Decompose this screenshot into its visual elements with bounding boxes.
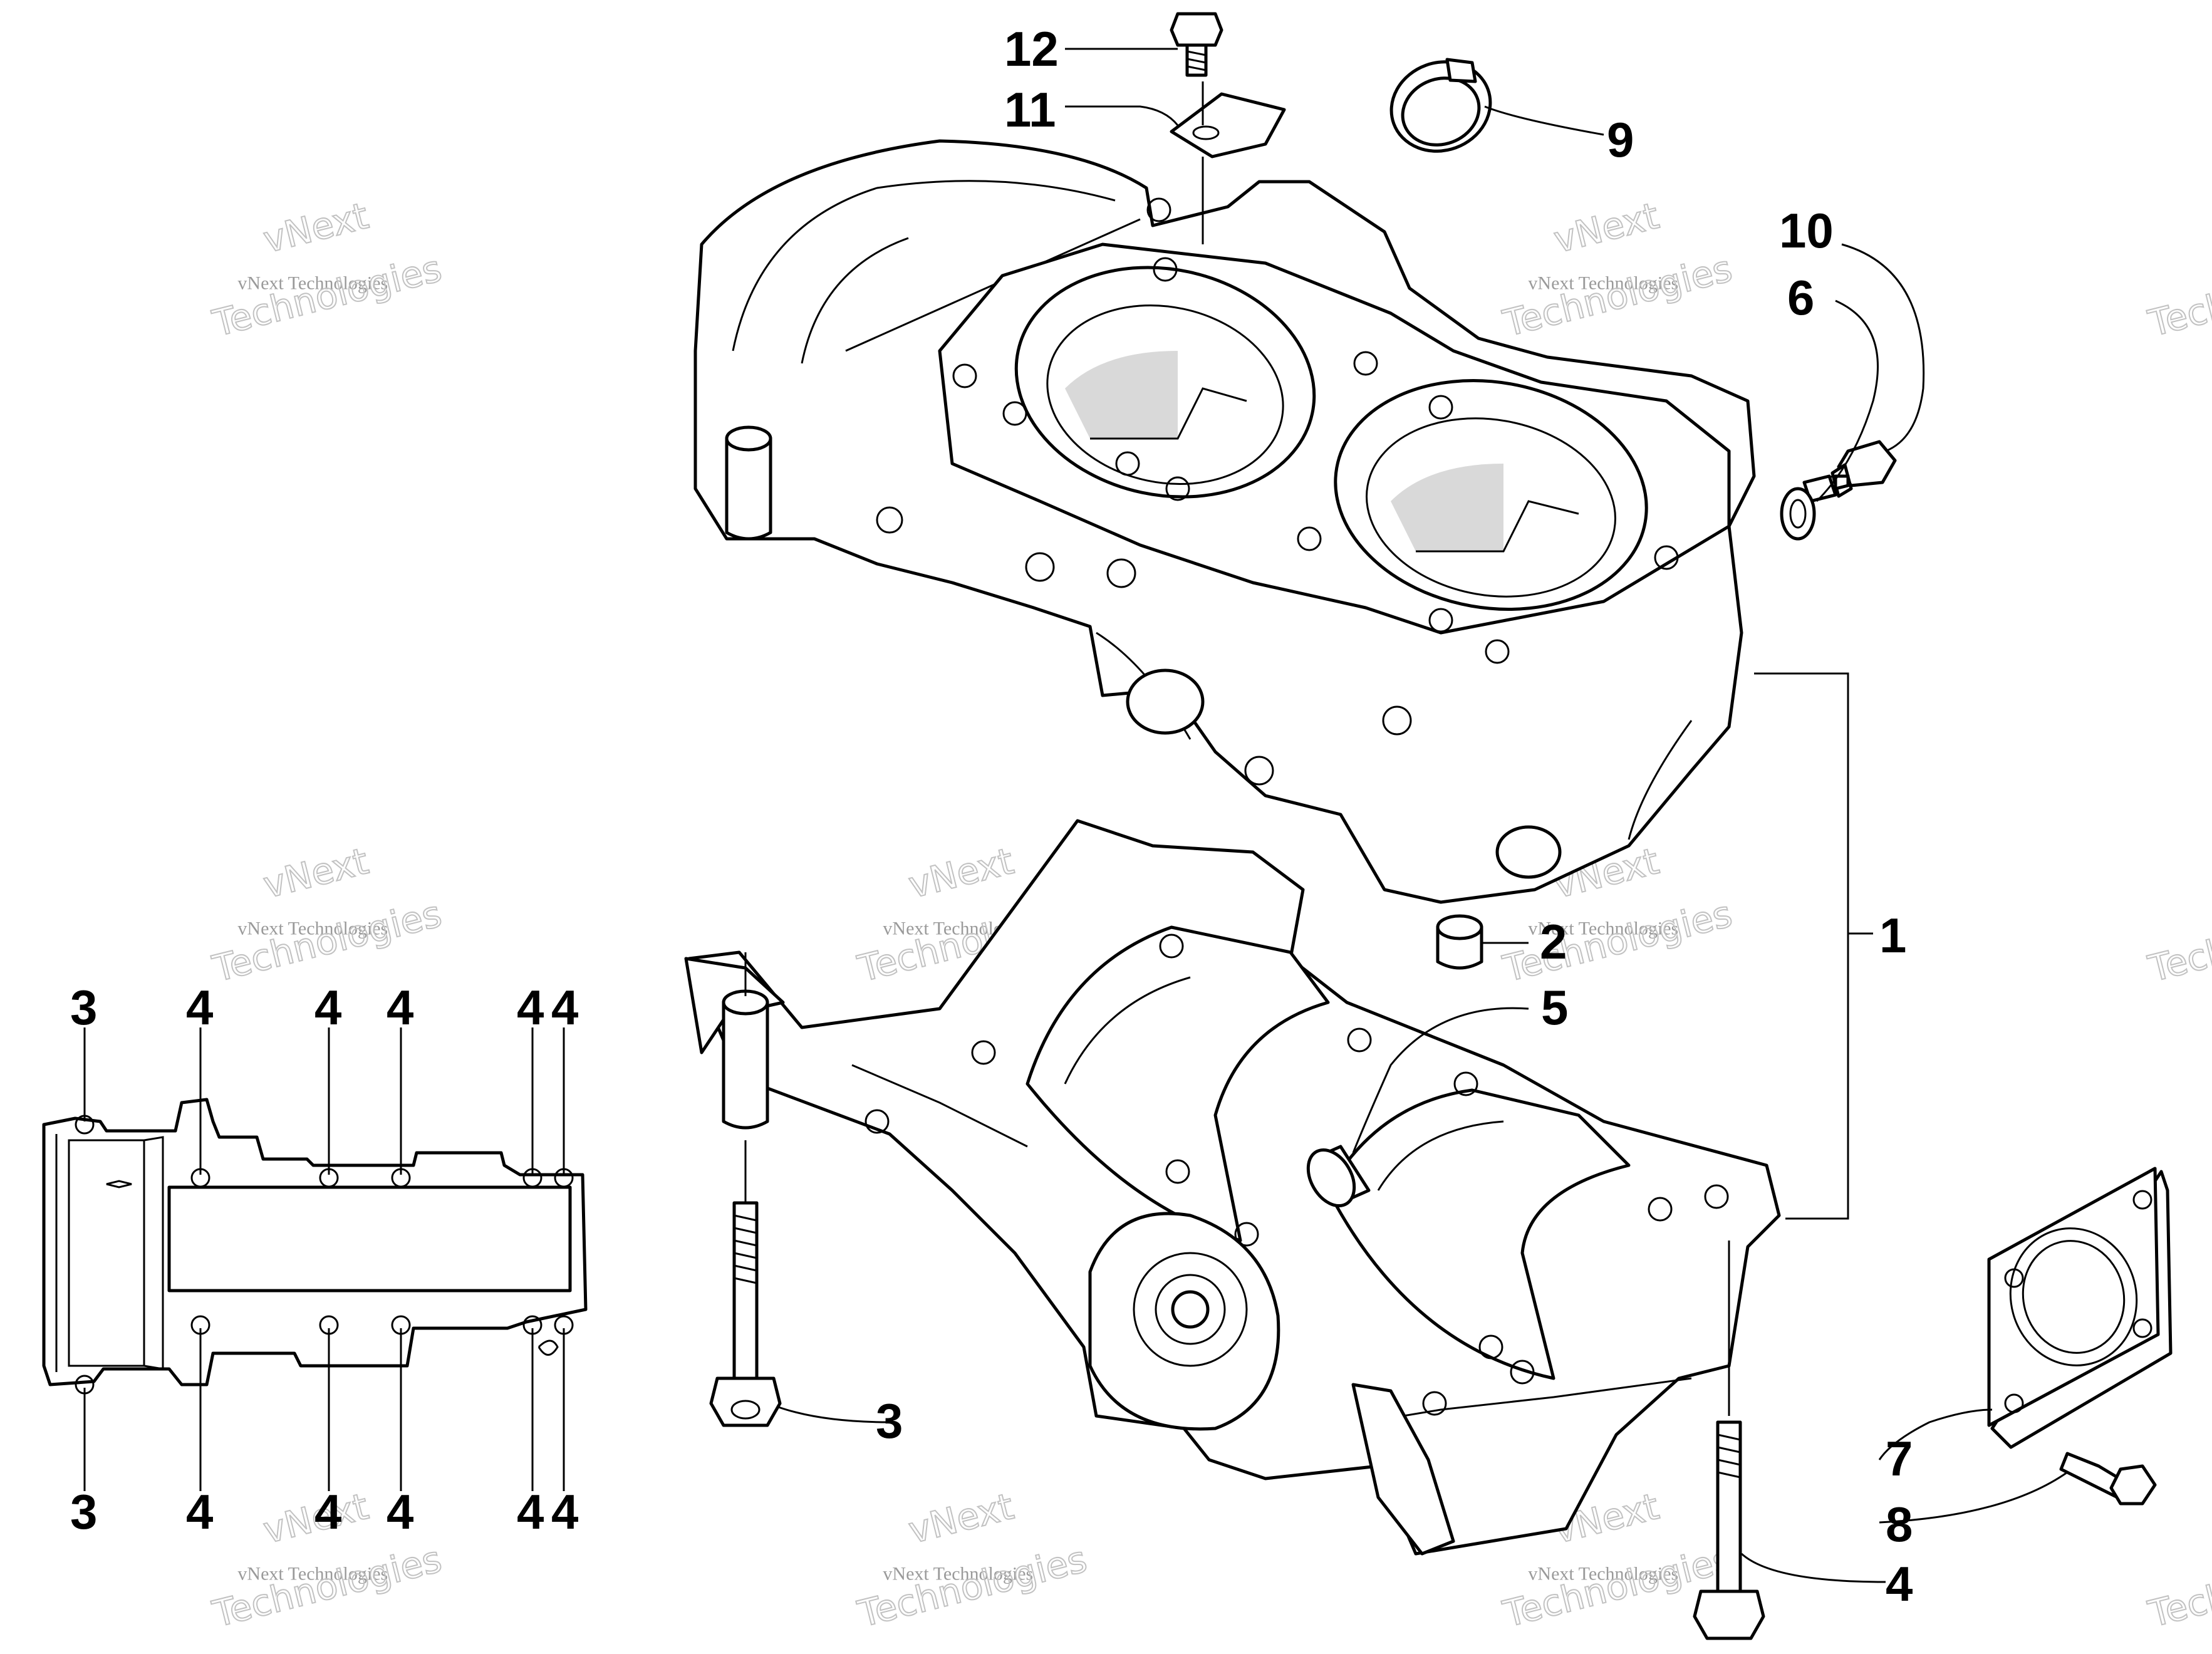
- detail-top-label: 4: [517, 980, 544, 1035]
- svg-text:vNext Technologies: vNext Technologies: [237, 1564, 388, 1584]
- watermark: Technologies: [2144, 892, 2212, 991]
- detail-top-label: 4: [387, 980, 413, 1035]
- svg-text:Technologies: Technologies: [1499, 892, 1737, 990]
- svg-text:vNext: vNext: [259, 194, 373, 261]
- svg-text:vNext Technologies: vNext Technologies: [1528, 918, 1678, 939]
- detail-bottom-label: 4: [387, 1484, 413, 1539]
- callout-3: 3: [876, 1393, 903, 1449]
- svg-text:vNext Technologies: vNext Technologies: [1528, 1564, 1678, 1584]
- hose-clamp-part-9: [1389, 58, 1492, 153]
- callout-7: 7: [1886, 1431, 1913, 1486]
- watermark: Technologies: [2144, 246, 2212, 345]
- callouts: 12 11 9 10 6 1 2 5 3 7 8 4: [876, 21, 1913, 1611]
- watermark: vNext vNext Technologies Technologies: [1498, 194, 1737, 346]
- bearing-part-5: [1306, 1145, 1371, 1208]
- svg-text:Technologies: Technologies: [2144, 1537, 2212, 1635]
- bolt-part-10: [1802, 440, 1897, 503]
- bolt-part-8: [2059, 1452, 2157, 1506]
- cover-plate-part-7: [1987, 1167, 2173, 1449]
- upper-crankcase: [693, 139, 1756, 904]
- svg-text:vNext: vNext: [259, 840, 373, 907]
- lock-tab-part-11: [1170, 81, 1286, 244]
- washer-part-6: [1780, 487, 1816, 541]
- detail-top-label: 4: [551, 980, 578, 1035]
- callout-5: 5: [1541, 980, 1568, 1035]
- watermark: vNext vNext Technologies Technologies: [853, 1484, 1092, 1636]
- svg-text:Technologies: Technologies: [2144, 247, 2212, 345]
- detail-bottom-label: 4: [314, 1484, 341, 1539]
- detail-bottom-label: 4: [186, 1484, 213, 1539]
- svg-text:Technologies: Technologies: [1499, 247, 1737, 345]
- callout-1: 1: [1879, 908, 1906, 963]
- svg-text:vNext: vNext: [905, 840, 1018, 907]
- callout-2: 2: [1540, 914, 1567, 969]
- callout-11: 11: [1004, 82, 1056, 137]
- detail-top-label: 3: [70, 980, 97, 1035]
- svg-text:vNext Technologies: vNext Technologies: [237, 918, 388, 939]
- svg-text:Technologies: Technologies: [854, 1537, 1091, 1635]
- bushing-part-2: [1436, 914, 1483, 970]
- watermark: vNext vNext Technologies Technologies: [208, 839, 447, 991]
- watermark: Technologies: [2144, 1537, 2212, 1636]
- svg-text:vNext Technologies: vNext Technologies: [237, 273, 388, 294]
- svg-text:vNext: vNext: [1550, 194, 1663, 261]
- svg-text:Technologies: Technologies: [2144, 892, 2212, 990]
- leader-lines: [776, 48, 2068, 1583]
- callout-12: 12: [1004, 21, 1059, 76]
- lower-crankcase: [684, 819, 1781, 1556]
- bolt-pattern-detail: 3 4 4 4 4 4 3 4 4 4 4 4: [42, 980, 588, 1539]
- callout-4: 4: [1886, 1556, 1913, 1611]
- bolt-part-4: [1693, 1240, 1765, 1640]
- watermark: vNext vNext Technologies Technologies: [208, 194, 447, 346]
- detail-bottom-label: 4: [517, 1484, 544, 1539]
- callout-10: 10: [1779, 203, 1834, 258]
- bolt-part-12: [1170, 12, 1223, 77]
- svg-text:Technologies: Technologies: [209, 892, 446, 990]
- detail-top-label: 4: [314, 980, 341, 1035]
- svg-text:Technologies: Technologies: [209, 247, 446, 345]
- detail-bottom-label: 3: [70, 1484, 97, 1539]
- detail-top-label: 4: [186, 980, 213, 1035]
- svg-text:Technologies: Technologies: [209, 1537, 446, 1635]
- callout-9: 9: [1607, 112, 1634, 167]
- detail-bottom-label: 4: [551, 1484, 578, 1539]
- svg-text:vNext Technologies: vNext Technologies: [883, 1564, 1033, 1584]
- long-bolt-part-3: [709, 952, 782, 1427]
- callout-6: 6: [1787, 270, 1814, 325]
- svg-text:vNext Technologies: vNext Technologies: [1528, 273, 1678, 294]
- callout-8: 8: [1886, 1497, 1913, 1552]
- svg-text:vNext: vNext: [905, 1485, 1018, 1552]
